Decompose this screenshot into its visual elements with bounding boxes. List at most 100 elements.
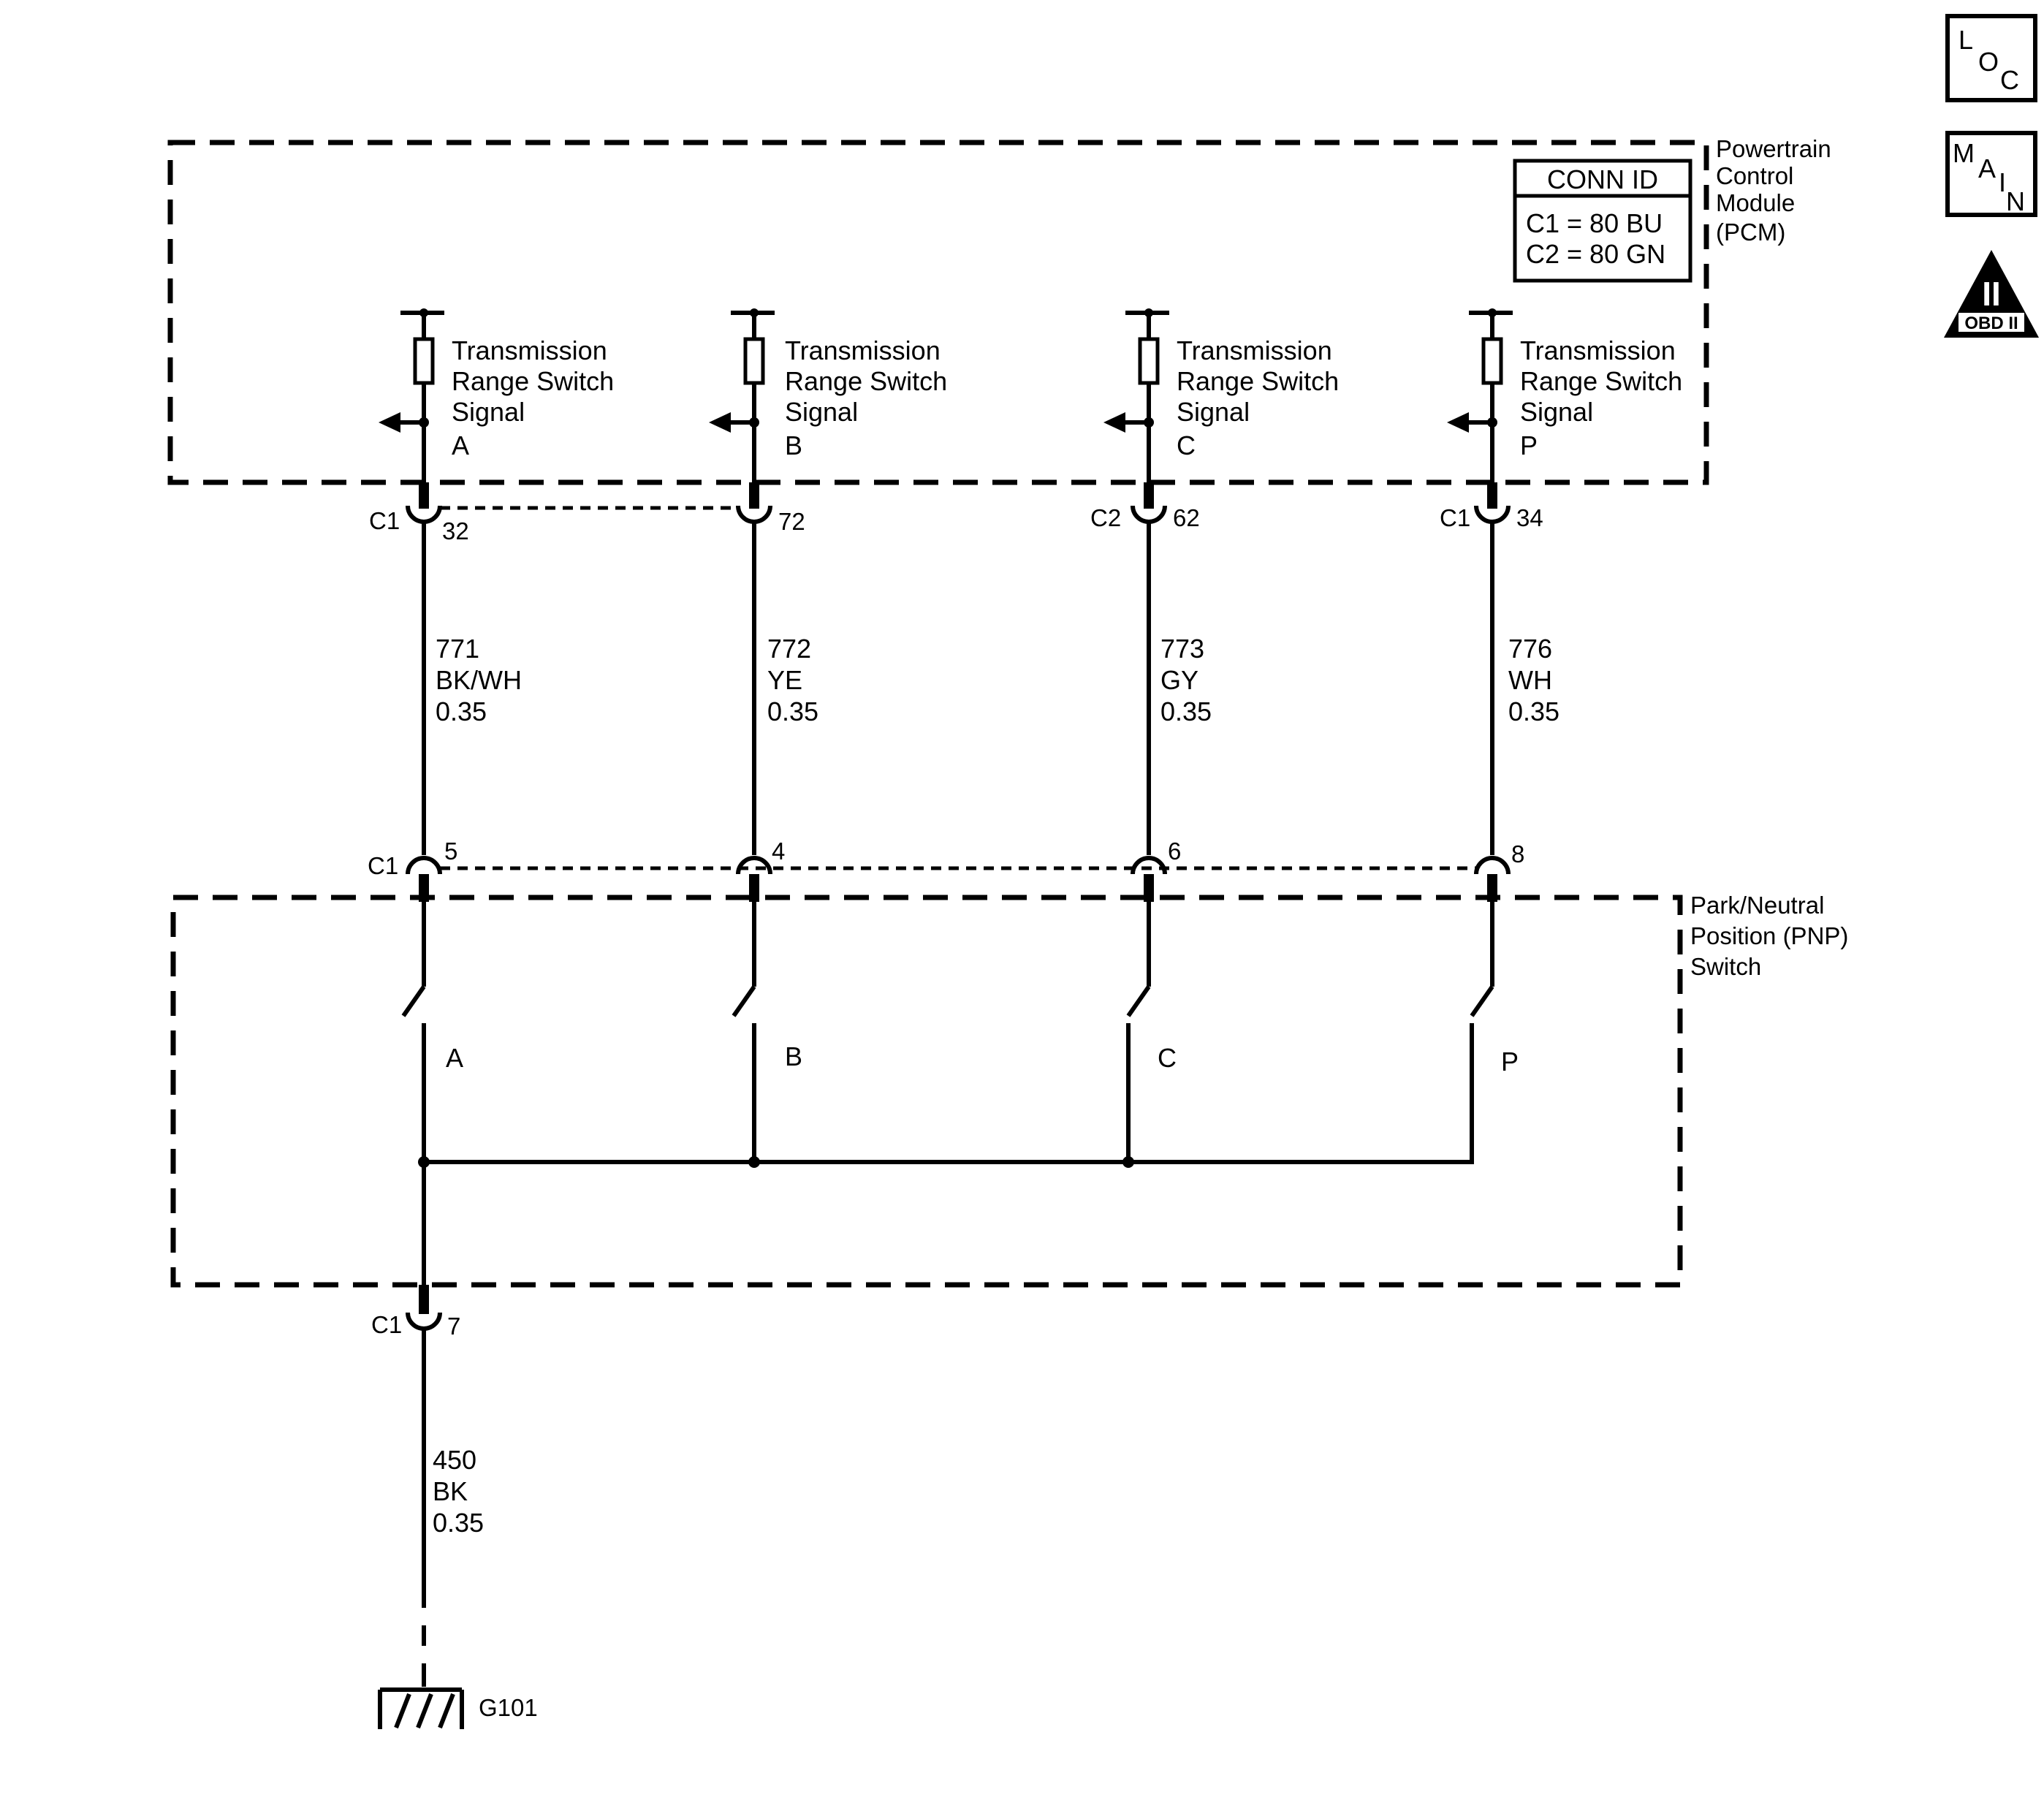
wire-color: BK xyxy=(433,1476,468,1506)
conn-id-box: CONN ID C1 = 80 BU C2 = 80 GN xyxy=(1513,159,1692,283)
signal-letter: P xyxy=(1520,430,1538,460)
pnp-switch-a: A xyxy=(401,902,463,1162)
signal-letter: A xyxy=(452,430,469,460)
wire-771: 771 BK/WH 0.35 xyxy=(422,522,522,855)
main-letter-a: A xyxy=(1978,153,1996,183)
chassis-ground-icon xyxy=(378,1687,464,1729)
obd-numeral: II xyxy=(1982,275,2001,313)
signal-label-line: Transmission xyxy=(452,335,607,365)
signal-label-line: Range Switch xyxy=(452,366,614,396)
pcm-boundary xyxy=(167,140,1709,485)
connector-id: C1 xyxy=(369,507,400,534)
wire-450: 450 BK 0.35 xyxy=(422,1329,484,1687)
signal-label-line: Signal xyxy=(1177,397,1250,427)
signal-letter: B xyxy=(785,430,802,460)
ground-connector: C1 7 xyxy=(371,1285,460,1340)
wire-772: 772 YE 0.35 xyxy=(752,522,818,855)
pcm-title-line: (PCM) xyxy=(1716,219,1785,246)
pcm-title-line: Control xyxy=(1716,162,1793,189)
pcm-signal-a: Transmission Range Switch Signal A xyxy=(379,308,614,482)
signal-label-line: Signal xyxy=(452,397,525,427)
wire-776: 776 WH 0.35 xyxy=(1490,522,1559,855)
connector-id: C2 xyxy=(1090,504,1121,531)
wire-gauge: 0.35 xyxy=(436,696,487,726)
wire-gauge: 0.35 xyxy=(767,696,818,726)
signal-label-line: Range Switch xyxy=(1520,366,1682,396)
connector-pin: 32 xyxy=(442,517,469,544)
connector-id: C1 xyxy=(371,1311,402,1338)
pcm-signal-p: Transmission Range Switch Signal P xyxy=(1447,308,1682,482)
signal-arrow-icon xyxy=(1447,412,1469,433)
pcm-title-line: Module xyxy=(1716,189,1795,216)
connector-pin: 4 xyxy=(772,838,785,865)
pull-up-resistor-icon xyxy=(413,337,435,385)
pcm-connector-p: C1 34 xyxy=(1440,482,1543,531)
signal-label-line: Transmission xyxy=(785,335,941,365)
pcm-connector-a: C1 32 xyxy=(369,482,469,544)
loc-letter-o: O xyxy=(1978,47,1999,77)
pcm-signal-b: Transmission Range Switch Signal B xyxy=(709,308,947,482)
connector-id: C1 xyxy=(1440,504,1470,531)
signal-label-line: Signal xyxy=(785,397,858,427)
main-letter-m: M xyxy=(1953,138,1975,168)
loc-letter-c: C xyxy=(2000,65,2019,95)
pcm-title: Powertrain Control Module (PCM) xyxy=(1716,135,1831,246)
signal-label-line: Transmission xyxy=(1520,335,1676,365)
pnp-boundary xyxy=(170,895,1683,1288)
connector-pin: 62 xyxy=(1173,504,1200,531)
wire-circuit: 776 xyxy=(1508,634,1552,664)
wire-color: BK/WH xyxy=(436,665,522,695)
pcm-connector-b: 72 xyxy=(736,482,805,535)
conn-id-row: C1 = 80 BU xyxy=(1526,208,1663,238)
pnp-switch-c: C xyxy=(1126,902,1177,1162)
wire-gauge: 0.35 xyxy=(433,1508,484,1538)
wire-circuit: 772 xyxy=(767,634,811,664)
pnp-common-bus xyxy=(418,1156,1474,1285)
pnp-connector-c: 6 xyxy=(1131,838,1181,902)
pnp-title: Park/Neutral Position (PNP) Switch xyxy=(1690,892,1848,980)
switch-label: C xyxy=(1158,1043,1177,1073)
conn-id-row: C2 = 80 GN xyxy=(1526,239,1665,269)
obd-ii-button[interactable]: II OBD II xyxy=(1944,250,2039,338)
connector-pin: 8 xyxy=(1511,840,1524,867)
loc-button[interactable]: L O C xyxy=(1945,14,2037,102)
pcm-connector-c: C2 62 xyxy=(1090,482,1200,531)
wire-gauge: 0.35 xyxy=(1160,696,1212,726)
switch-label: P xyxy=(1501,1047,1519,1077)
wire-color: YE xyxy=(767,665,802,695)
conn-id-header: CONN ID xyxy=(1547,164,1658,194)
connector-id: C1 xyxy=(368,852,398,879)
connector-pin: 72 xyxy=(778,508,805,535)
ground-label: G101 xyxy=(479,1694,538,1721)
pcm-signal-c: Transmission Range Switch Signal C xyxy=(1103,308,1339,482)
pnp-switch-p: P xyxy=(1470,902,1519,1162)
wire-color: WH xyxy=(1508,665,1552,695)
pull-up-resistor-icon xyxy=(1138,337,1160,385)
signal-label-line: Transmission xyxy=(1177,335,1332,365)
pcm-title-line: Powertrain xyxy=(1716,135,1831,162)
pull-up-resistor-icon xyxy=(1481,337,1503,385)
main-letter-i: I xyxy=(1999,167,2006,197)
connector-pin: 5 xyxy=(444,838,457,865)
signal-letter: C xyxy=(1177,430,1196,460)
signal-arrow-icon xyxy=(379,412,400,433)
pnp-title-line: Park/Neutral xyxy=(1690,892,1824,919)
signal-label-line: Range Switch xyxy=(1177,366,1339,396)
pnp-connector-b: 4 xyxy=(736,838,785,902)
main-letter-n: N xyxy=(2006,186,2025,216)
wire-circuit: 771 xyxy=(436,634,479,664)
wire-color: GY xyxy=(1160,665,1198,695)
pnp-title-line: Switch xyxy=(1690,953,1761,980)
signal-arrow-icon xyxy=(709,412,731,433)
connector-pin: 6 xyxy=(1168,838,1181,865)
switch-label: A xyxy=(446,1043,463,1073)
loc-letter-l: L xyxy=(1958,25,1973,55)
obd-label: OBD II xyxy=(1964,314,2018,333)
main-button[interactable]: M A I N xyxy=(1945,131,2037,217)
wire-circuit: 450 xyxy=(433,1445,476,1475)
switch-label: B xyxy=(785,1041,802,1071)
pnp-switch-b: B xyxy=(732,902,802,1162)
connector-pin: 7 xyxy=(447,1313,460,1340)
wire-circuit: 773 xyxy=(1160,634,1204,664)
